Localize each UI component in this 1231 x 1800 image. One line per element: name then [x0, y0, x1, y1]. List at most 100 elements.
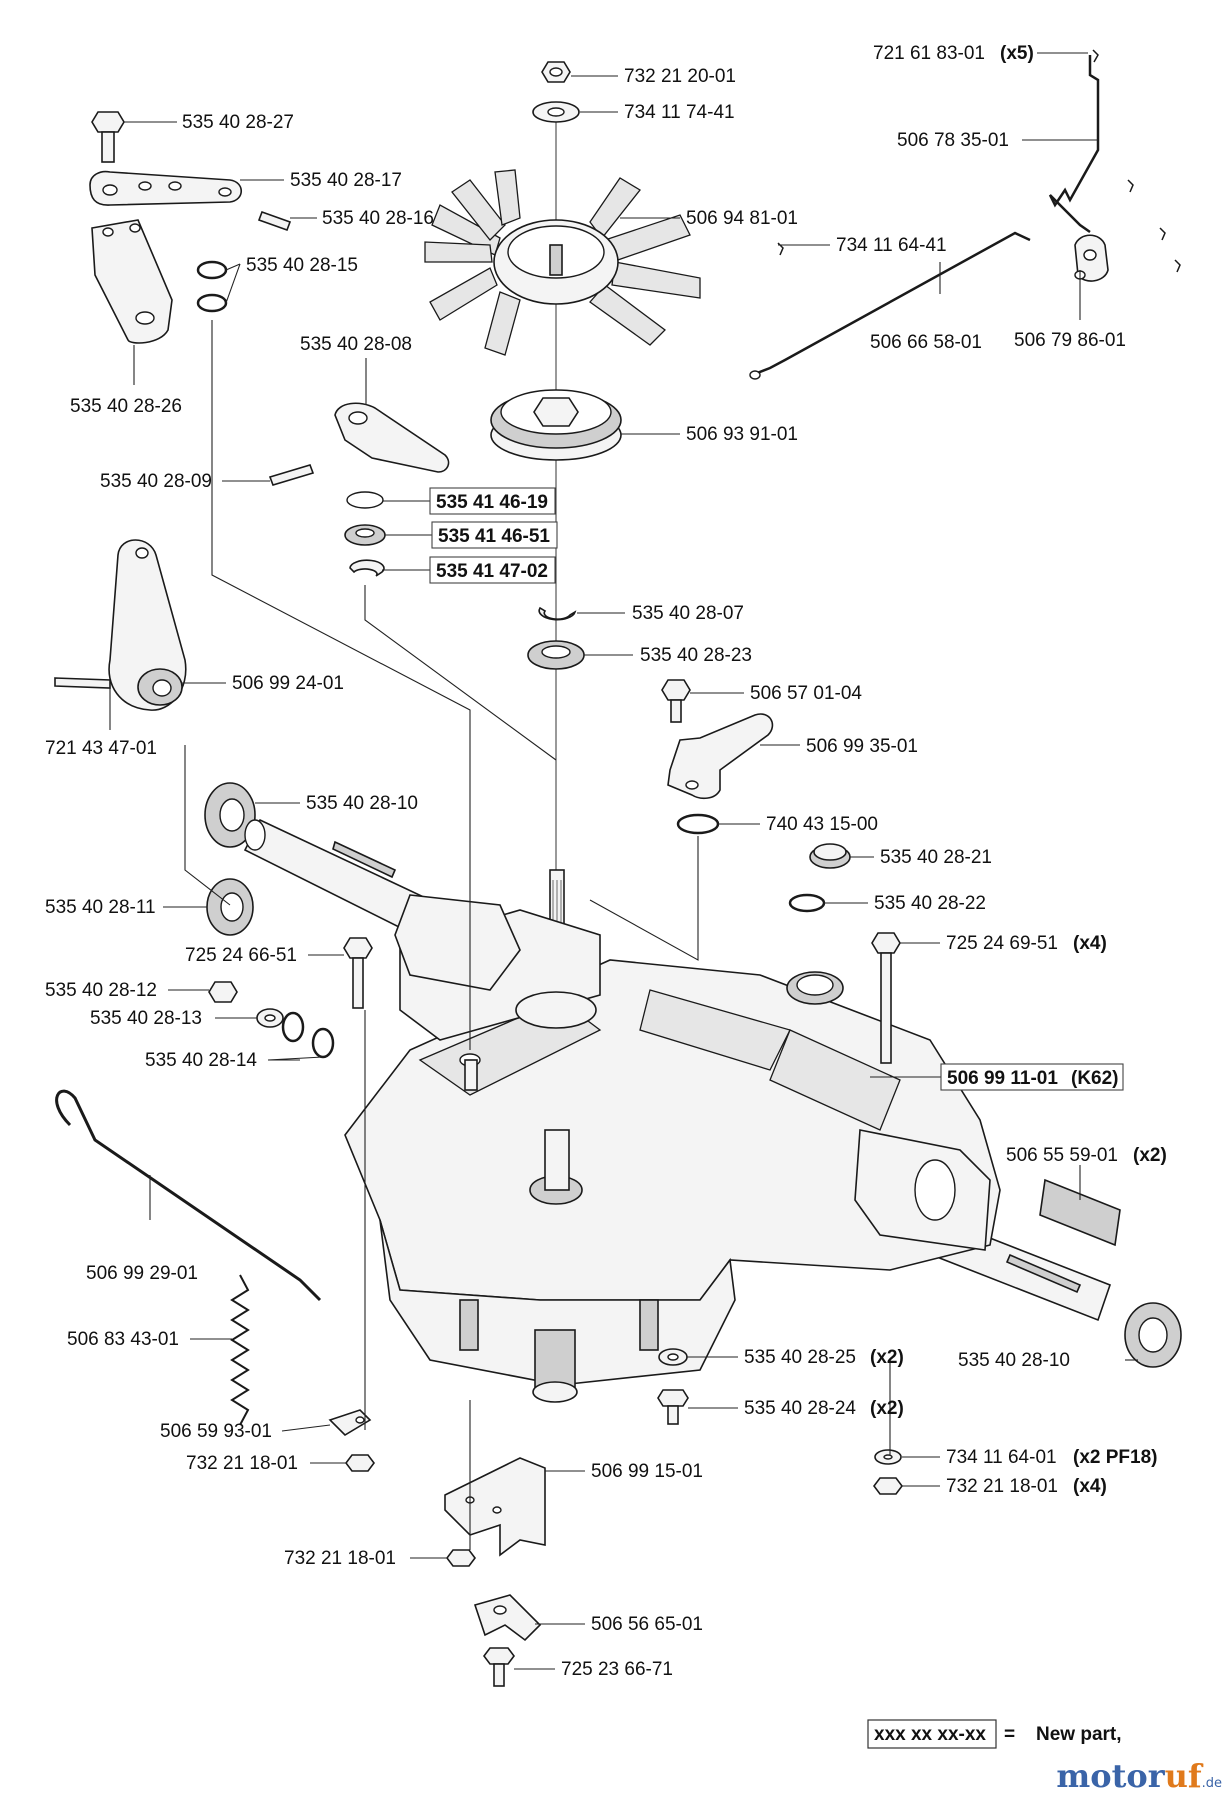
part-number: 535 40 28-21	[880, 847, 992, 868]
part-number: 734 11 64-01	[946, 1447, 1057, 1468]
part-quantity: (x4)	[1073, 933, 1107, 954]
part-number: 725 24 69-51	[946, 933, 1058, 954]
part-number: 535 40 28-15	[246, 255, 358, 276]
retaining-clip	[538, 606, 577, 621]
part-number: 535 41 46-19	[436, 492, 548, 513]
bolt-725-24-66-51	[343, 937, 373, 1009]
housing-bottom	[379, 1219, 736, 1403]
part-number: 721 61 83-01	[873, 43, 985, 64]
part-number: 506 94 81-01	[686, 208, 798, 229]
part-number: 725 24 66-51	[185, 945, 297, 966]
part-number: 506 99 15-01	[591, 1461, 703, 1482]
part-quantity: (K62)	[1071, 1068, 1119, 1089]
link-o-ring	[676, 813, 720, 835]
bolt-725-24-69-51	[871, 932, 901, 1064]
part-number: 506 99 35-01	[806, 736, 918, 757]
part-number: 535 40 28-11	[45, 897, 156, 918]
part-number: 535 40 28-24	[744, 1398, 856, 1419]
fill-plug	[809, 843, 851, 869]
clamp-plate	[473, 1594, 542, 1642]
part-number: 535 41 46-51	[438, 526, 550, 547]
bolt-725-23-66-71	[483, 1647, 515, 1687]
spring-bracket	[328, 1409, 375, 1472]
part-number: 535 41 47-02	[436, 561, 548, 582]
part-quantity: (x2 PF18)	[1073, 1447, 1157, 1468]
part-number: 535 40 28-10	[958, 1350, 1070, 1371]
bracket-plate	[91, 219, 173, 344]
bypass-rod	[55, 1089, 322, 1302]
left-axle-housing	[394, 894, 521, 991]
top-nut	[541, 61, 571, 83]
part-number: 734 11 64-41	[836, 235, 947, 256]
part-number: 506 93 91-01	[686, 424, 798, 445]
lever-pin	[268, 464, 315, 486]
part-number: 535 40 28-14	[145, 1050, 257, 1071]
tension-spring	[230, 1274, 250, 1426]
axle-seal-right	[1124, 1302, 1182, 1368]
watermark-suffix: .de	[1202, 1776, 1222, 1791]
part-number: 506 57 01-04	[750, 683, 862, 704]
axle-key	[1039, 1178, 1121, 1247]
new-part-box	[429, 556, 556, 584]
o-rings-upper	[196, 260, 228, 313]
legend: xxx xx xx-xx = New part,	[867, 1719, 1122, 1749]
part-number: 535 40 28-07	[632, 603, 744, 624]
axle-seal-left	[204, 782, 256, 848]
new-part-box	[940, 1063, 1124, 1091]
part-number: 535 40 28-09	[100, 471, 212, 492]
motoruf-watermark: motoruf.de	[1056, 1757, 1222, 1795]
legend-equals: =	[1004, 1724, 1015, 1745]
part-number: 535 40 28-08	[300, 334, 412, 355]
bolt-top-left	[91, 111, 125, 163]
watermark-part2: uf	[1165, 1757, 1204, 1795]
legend-text: New part,	[1036, 1724, 1122, 1745]
part-quantity: (x2)	[870, 1347, 904, 1368]
callout-labels: 732 21 20-01 734 11 74-41 721 61 83-01 (…	[45, 43, 1167, 1680]
legend-sample-box	[867, 1719, 997, 1749]
part-number: 535 40 28-22	[874, 893, 986, 914]
right-axle-housing	[854, 1129, 991, 1251]
legend-sample: xxx xx xx-xx	[874, 1724, 986, 1745]
nut-732-21-18-01-bottom	[446, 1549, 476, 1567]
part-number: 535 40 28-25	[744, 1347, 856, 1368]
pin-small	[257, 210, 292, 232]
axle-seal-left-2	[206, 878, 254, 936]
part-number: 535 40 28-23	[640, 645, 752, 666]
part-quantity: (x4)	[1073, 1476, 1107, 1497]
nut-washer-o-rings-left	[208, 981, 335, 1059]
part-number: 535 40 28-17	[290, 170, 402, 191]
part-number: 506 79 86-01	[1014, 330, 1126, 351]
cotter-pins	[777, 49, 1181, 273]
part-number: 732 21 18-01	[186, 1453, 298, 1474]
part-number: 732 21 18-01	[946, 1476, 1058, 1497]
part-number: 535 40 28-27	[182, 112, 294, 133]
fill-plug-o-ring	[788, 893, 826, 913]
guide-lines	[184, 320, 891, 1550]
part-number: 506 55 59-01	[1006, 1145, 1118, 1166]
lever-seals	[344, 491, 386, 577]
part-number: 535 40 28-13	[90, 1008, 202, 1029]
bypass-link	[667, 713, 774, 800]
callout-leaders	[109, 52, 1138, 1670]
part-number: 506 99 29-01	[86, 1263, 198, 1284]
part-number: 506 78 35-01	[897, 130, 1009, 151]
top-washer	[532, 101, 580, 123]
part-number: 506 99 24-01	[232, 673, 344, 694]
svg-text:motoruf.de: motoruf.de	[1056, 1757, 1222, 1795]
part-quantity: (x5)	[1000, 43, 1034, 64]
cooling-fan	[424, 169, 701, 356]
part-number: 535 40 28-10	[306, 793, 418, 814]
pulley	[490, 389, 622, 461]
part-number: 732 21 20-01	[624, 66, 736, 87]
part-number: 506 83 43-01	[67, 1329, 179, 1350]
part-quantity: (x2)	[870, 1398, 904, 1419]
part-number: 732 21 18-01	[284, 1548, 396, 1569]
part-number: 721 43 47-01	[45, 738, 157, 759]
part-number: 535 40 28-26	[70, 396, 182, 417]
lever-arm	[334, 402, 450, 473]
washer-535-40-28-25	[658, 1348, 688, 1366]
linkage-rod-lower	[749, 231, 1031, 380]
part-number: 506 56 65-01	[591, 1614, 703, 1635]
bypass-arm	[54, 539, 187, 711]
